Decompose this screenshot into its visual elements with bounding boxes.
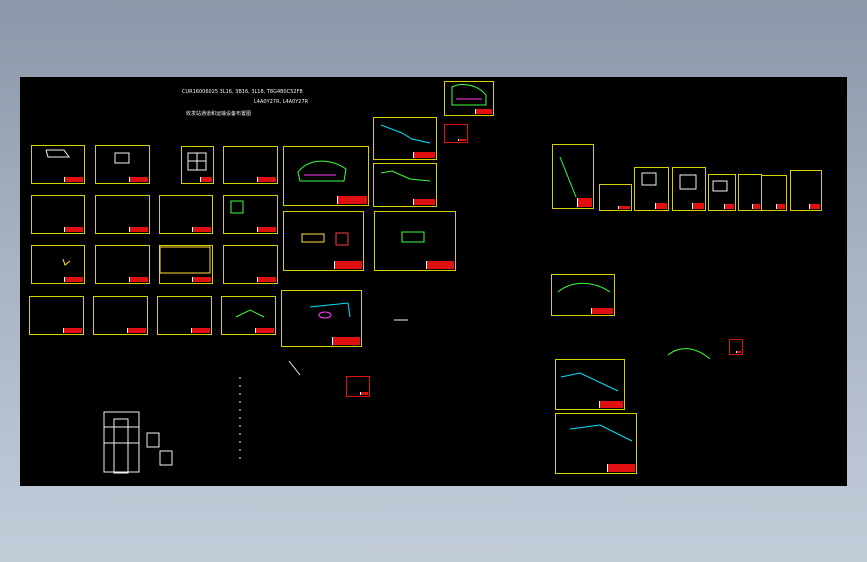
drawing-sheet[interactable] xyxy=(346,376,370,397)
drawing-sheet[interactable] xyxy=(223,245,278,284)
drawing-sheet[interactable] xyxy=(555,359,625,410)
drawing-sheet[interactable] xyxy=(373,163,437,207)
drawing-sheet[interactable] xyxy=(95,195,150,234)
drawing-sheet[interactable] xyxy=(599,184,632,211)
drawing-sheet[interactable] xyxy=(181,146,214,184)
drawing-sheet[interactable] xyxy=(159,195,213,234)
drawing-sheet[interactable] xyxy=(283,211,364,271)
drawing-sheet[interactable] xyxy=(223,195,278,234)
drawing-sheet[interactable] xyxy=(95,145,150,184)
drawing-sheet[interactable] xyxy=(555,413,637,474)
drawing-title-line-1: CUR16006025 3L16, 3B16, 3L18, T8G4B0C52F… xyxy=(182,89,303,95)
drawing-sheet[interactable] xyxy=(761,175,787,211)
drawing-linework xyxy=(45,84,728,474)
drawing-sheet[interactable] xyxy=(373,117,437,160)
drawing-sheet[interactable] xyxy=(221,296,276,335)
drawing-sheet[interactable] xyxy=(552,144,594,209)
drawing-sheet[interactable] xyxy=(157,296,212,335)
drawing-sheet[interactable] xyxy=(31,145,85,184)
drawing-sheet[interactable] xyxy=(444,81,494,116)
drawing-sheet[interactable] xyxy=(95,245,150,284)
drawing-sheet[interactable] xyxy=(672,167,706,211)
drawing-title-line-2: L4A0Y27R, L4A0Y27R xyxy=(254,99,309,105)
drawing-sheet[interactable] xyxy=(374,211,456,271)
drawing-sheet[interactable] xyxy=(729,339,743,355)
drawing-sheet[interactable] xyxy=(29,296,84,335)
drawing-sheet[interactable] xyxy=(634,167,669,211)
drawing-sheet[interactable] xyxy=(223,146,278,184)
drawing-sheet[interactable] xyxy=(93,296,148,335)
drawing-sheet[interactable] xyxy=(708,174,736,211)
drawing-sheet[interactable] xyxy=(790,170,822,211)
drawing-title-line-3: 收发站通道和运输设备布置图 xyxy=(186,111,252,117)
drawing-sheet[interactable] xyxy=(31,245,85,284)
cad-model-space[interactable]: CUR16006025 3L16, 3B16, 3L18, T8G4B0C52F… xyxy=(20,77,847,486)
drawing-sheet[interactable] xyxy=(281,290,362,347)
drawing-sheet[interactable] xyxy=(551,274,615,316)
drawing-sheet[interactable] xyxy=(444,124,468,143)
drawing-sheet[interactable] xyxy=(283,146,369,206)
drawing-sheet[interactable] xyxy=(31,195,85,234)
